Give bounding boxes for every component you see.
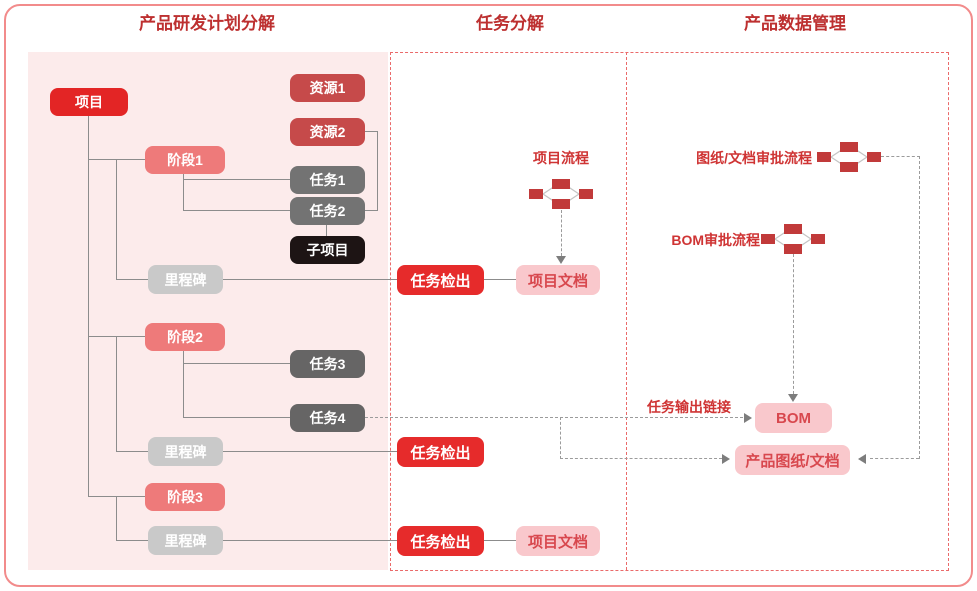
node-task4: 任务4 <box>290 404 365 432</box>
node-project-doc-1: 项目文档 <box>516 265 600 295</box>
node-task3: 任务3 <box>290 350 365 378</box>
workflow-diamond-icon-bom-approval <box>761 224 825 254</box>
node-resource2: 资源2 <box>290 118 365 146</box>
node-product-drawing-doc: 产品图纸/文档 <box>735 445 850 475</box>
dashed-approval1-out <box>881 156 920 157</box>
node-phase3: 阶段3 <box>145 483 225 511</box>
node-subproject: 子项目 <box>290 236 365 264</box>
node-resource1: 资源1 <box>290 74 365 102</box>
node-task2: 任务2 <box>290 197 365 225</box>
connector-milestone3-checkout <box>223 540 397 541</box>
header-product-data-mgmt: 产品数据管理 <box>744 14 846 33</box>
node-phase1: 阶段1 <box>145 146 225 174</box>
arrow-down-bom <box>788 394 798 402</box>
connector-task2 <box>183 210 290 211</box>
connector-checkout1-doc <box>484 279 516 280</box>
workflow-diamond-icon-project-flow <box>529 179 593 209</box>
arrow-down-projectdoc <box>556 256 566 264</box>
dashed-branch-to-productdoc <box>560 458 722 459</box>
task-pdm-panel <box>390 52 949 571</box>
node-task-checkout-2: 任务检出 <box>397 437 484 467</box>
arrow-right-bom <box>744 413 752 423</box>
arrow-left-productdoc <box>858 454 866 464</box>
dashed-branch-down <box>560 417 561 459</box>
connector-milestone2-checkout <box>223 451 397 452</box>
connector-task1 <box>183 179 290 180</box>
node-phase2: 阶段2 <box>145 323 225 351</box>
panel-divider <box>626 52 627 570</box>
connector-phase2-tasks <box>183 351 184 418</box>
connector-resource2-task2 <box>365 210 378 211</box>
connector-phase1-tasks <box>183 174 184 211</box>
arrow-right-productdoc <box>722 454 730 464</box>
workflow-diamond-icon-drawing-approval <box>817 142 881 172</box>
dashed-task4-to-bom <box>365 417 743 418</box>
dashed-approval1-down <box>919 156 920 459</box>
connector-phase3-sub <box>116 496 117 541</box>
node-project: 项目 <box>50 88 128 116</box>
node-task1: 任务1 <box>290 166 365 194</box>
connector-trunk <box>88 116 89 497</box>
connector-phase2-sub <box>116 336 117 452</box>
connector-resource2-out <box>365 131 378 132</box>
connector-checkout3-doc <box>484 540 516 541</box>
dashed-flow-to-projectdoc <box>561 210 562 256</box>
connector-milestone3 <box>116 540 148 541</box>
label-project-flow: 项目流程 <box>533 150 589 166</box>
dashed-approval1-in <box>870 458 919 459</box>
connector-milestone2 <box>116 451 148 452</box>
connector-resource2-down <box>377 131 378 211</box>
node-project-doc-2: 项目文档 <box>516 526 600 556</box>
node-task-checkout-1: 任务检出 <box>397 265 484 295</box>
label-task-output-link: 任务输出链接 <box>647 399 731 415</box>
connector-milestone1-checkout <box>223 279 397 280</box>
label-bom-approval-flow: BOM审批流程 <box>671 232 760 248</box>
connector-phase1-sub <box>116 159 117 280</box>
node-milestone-1: 里程碑 <box>148 265 223 294</box>
node-task-checkout-3: 任务检出 <box>397 526 484 556</box>
connector-task2-subproject <box>326 225 327 236</box>
node-bom: BOM <box>755 403 832 433</box>
node-milestone-2: 里程碑 <box>148 437 223 466</box>
node-milestone-3: 里程碑 <box>148 526 223 555</box>
dashed-bomapproval-down <box>793 254 794 394</box>
header-plan-breakdown: 产品研发计划分解 <box>139 14 275 33</box>
connector-milestone1 <box>116 279 148 280</box>
connector-task4 <box>183 417 290 418</box>
label-drawing-approval-flow: 图纸/文档审批流程 <box>696 150 812 166</box>
connector-task3 <box>183 363 290 364</box>
header-task-breakdown: 任务分解 <box>476 14 544 33</box>
